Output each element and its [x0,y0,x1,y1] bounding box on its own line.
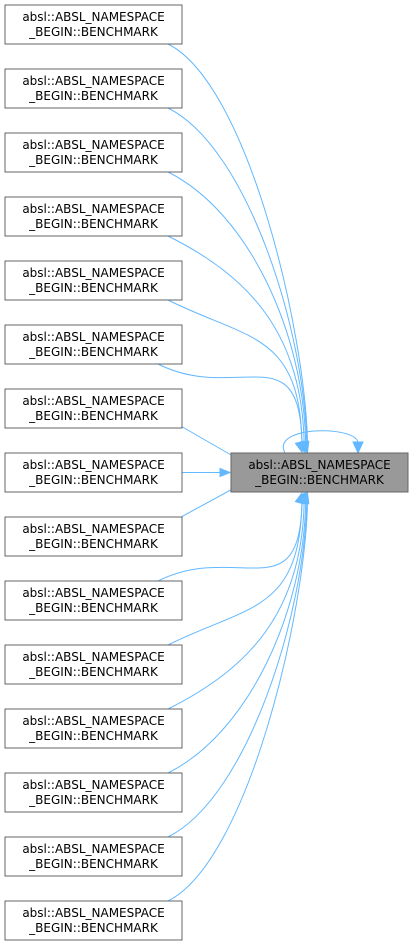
edge-arrowhead [219,467,232,478]
call-edge [157,500,303,582]
caller-node[interactable]: absl::ABSL_NAMESPACE_BEGIN::BENCHMARK [4,324,183,365]
caller-node-box [4,132,183,173]
caller-node-label-line1: absl::ABSL_NAMESPACE [22,650,164,664]
caller-node-box [4,708,183,749]
caller-node[interactable]: absl::ABSL_NAMESPACE_BEGIN::BENCHMARK [4,4,183,45]
call-edge [167,107,308,445]
caller-node-label-line1: absl::ABSL_NAMESPACE [22,522,164,536]
caller-node-box [4,644,183,685]
caller-node-label-line2: _BEGIN::BENCHMARK [28,537,159,551]
caller-node[interactable]: absl::ABSL_NAMESPACE_BEGIN::BENCHMARK [4,68,183,109]
caller-node-label-line2: _BEGIN::BENCHMARK [28,793,159,807]
caller-node-label-line1: absl::ABSL_NAMESPACE [22,906,164,920]
caller-node-box [4,68,183,109]
caller-node-label-line1: absl::ABSL_NAMESPACE [22,458,164,472]
caller-node-label-line2: _BEGIN::BENCHMARK [28,153,159,167]
caller-node-label-line2: _BEGIN::BENCHMARK [28,409,159,423]
call-edge [167,500,307,774]
caller-node[interactable]: absl::ABSL_NAMESPACE_BEGIN::BENCHMARK [4,388,183,429]
caller-node[interactable]: absl::ABSL_NAMESPACE_BEGIN::BENCHMARK [4,708,183,749]
caller-node[interactable]: absl::ABSL_NAMESPACE_BEGIN::BENCHMARK [4,452,183,493]
caller-node[interactable]: absl::ABSL_NAMESPACE_BEGIN::BENCHMARK [4,900,183,941]
caller-node-box [4,388,183,429]
caller-node-label-line1: absl::ABSL_NAMESPACE [22,138,164,152]
caller-node-label-line1: absl::ABSL_NAMESPACE [22,778,164,792]
caller-node-label-line1: absl::ABSL_NAMESPACE [22,74,164,88]
caller-node-label-line1: absl::ABSL_NAMESPACE [22,202,164,216]
caller-node[interactable]: absl::ABSL_NAMESPACE_BEGIN::BENCHMARK [4,132,183,173]
caller-node-box [4,4,183,45]
caller-node-label-line1: absl::ABSL_NAMESPACE [22,714,164,728]
caller-node-box [4,772,183,813]
caller-node-box [4,196,183,237]
caller-node-label-line1: absl::ABSL_NAMESPACE [22,842,164,856]
call-edge [167,299,303,445]
caller-node-label-line2: _BEGIN::BENCHMARK [28,473,159,487]
caller-node[interactable]: absl::ABSL_NAMESPACE_BEGIN::BENCHMARK [4,580,183,621]
edge-arrowhead [300,491,310,505]
call-edge [167,235,305,445]
caller-node-label-line2: _BEGIN::BENCHMARK [28,217,159,231]
target-node[interactable]: absl::ABSL_NAMESPACE _BEGIN::BENCHMARK [230,452,409,493]
caller-node-label-line2: _BEGIN::BENCHMARK [28,345,159,359]
caller-node-label-line2: _BEGIN::BENCHMARK [28,857,159,871]
call-edge [167,500,303,646]
caller-node[interactable]: absl::ABSL_NAMESPACE_BEGIN::BENCHMARK [4,196,183,237]
caller-node-label-line2: _BEGIN::BENCHMARK [28,601,159,615]
caller-node-box [4,260,183,301]
caller-node[interactable]: absl::ABSL_NAMESPACE_BEGIN::BENCHMARK [4,516,183,557]
caller-node[interactable]: absl::ABSL_NAMESPACE_BEGIN::BENCHMARK [4,644,183,685]
caller-node-label-line1: absl::ABSL_NAMESPACE [22,330,164,344]
caller-node[interactable]: absl::ABSL_NAMESPACE_BEGIN::BENCHMARK [4,772,183,813]
caller-node-box [4,452,183,493]
caller-node-label-line2: _BEGIN::BENCHMARK [28,89,159,103]
target-node-box [230,452,409,493]
caller-node-label-line2: _BEGIN::BENCHMARK [28,281,159,295]
caller-node-box [4,836,183,877]
target-node-label-line1: absl::ABSL_NAMESPACE [248,458,390,472]
caller-node-label-line1: absl::ABSL_NAMESPACE [22,586,164,600]
caller-node-label-line1: absl::ABSL_NAMESPACE [22,394,164,408]
call-edge [167,500,305,710]
caller-node-box [4,900,183,941]
caller-node-label-line2: _BEGIN::BENCHMARK [28,25,159,39]
caller-node-label-line1: absl::ABSL_NAMESPACE [22,10,164,24]
call-edge [157,363,303,445]
call-edge [167,500,309,902]
call-edge [167,43,309,445]
self-call-edge [282,430,359,454]
caller-node-box [4,324,183,365]
caller-node-box [4,516,183,557]
caller-node-label-line2: _BEGIN::BENCHMARK [28,665,159,679]
caller-node-box [4,580,183,621]
self-call-arrowhead [352,441,364,455]
target-node-label-line2: _BEGIN::BENCHMARK [254,473,385,487]
caller-node[interactable]: absl::ABSL_NAMESPACE_BEGIN::BENCHMARK [4,260,183,301]
caller-node-label-line2: _BEGIN::BENCHMARK [28,921,159,935]
nodes-layer: absl::ABSL_NAMESPACE _BEGIN::BENCHMARK a… [4,4,409,941]
call-edge [167,500,308,838]
edge-arrowhead [294,440,304,454]
call-edge [167,171,307,445]
caller-node[interactable]: absl::ABSL_NAMESPACE_BEGIN::BENCHMARK [4,836,183,877]
caller-node-label-line1: absl::ABSL_NAMESPACE [22,266,164,280]
caller-node-label-line2: _BEGIN::BENCHMARK [28,729,159,743]
